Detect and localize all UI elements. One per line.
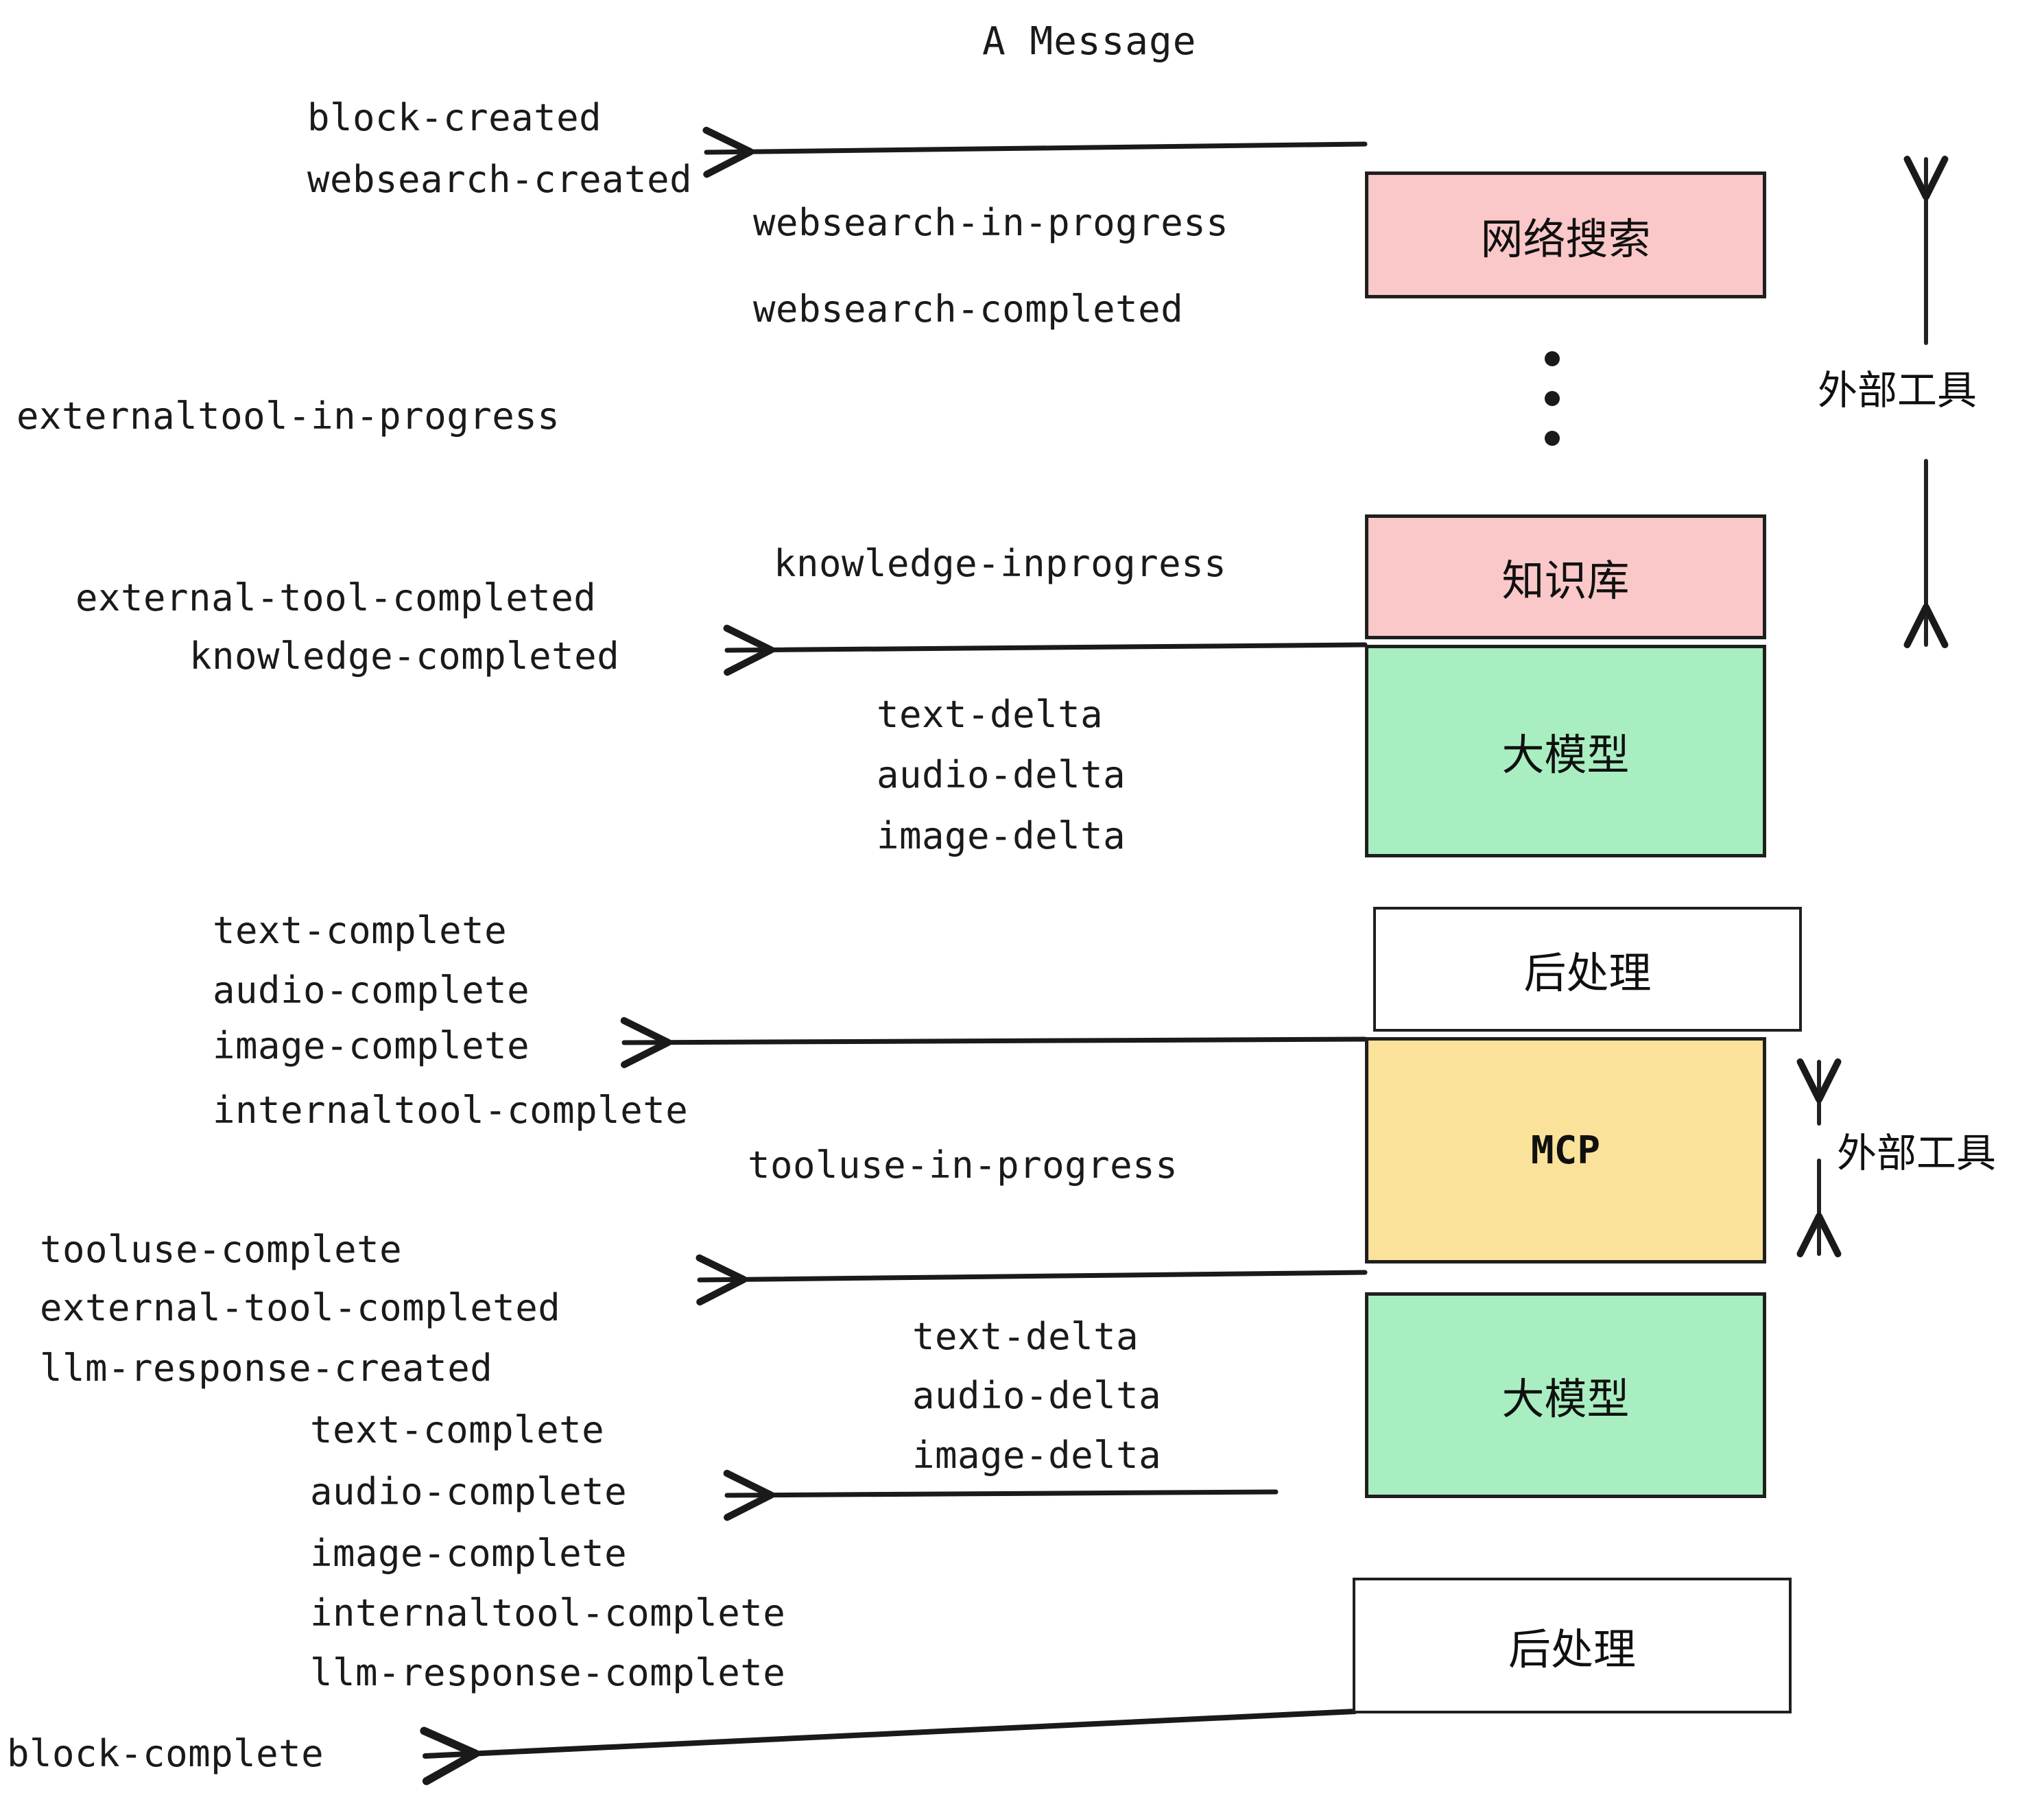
bracket-label-external-tools-bottom: 外部工具 [1837, 1130, 1997, 1176]
node-knowledge[interactable]: 知识库 [1365, 514, 1766, 639]
event-websearch-in-progress: websearch-in-progress [753, 201, 1229, 244]
event-block-created: block-created [307, 96, 602, 139]
event-llm-response-complete: llm-response-complete [310, 1651, 786, 1694]
event-knowledge-inprogress: knowledge-inprogress [774, 542, 1227, 585]
event-llm-response-created: llm-response-created [40, 1346, 493, 1390]
event-image-delta-2: image-delta [912, 1434, 1162, 1477]
node-websearch[interactable]: 网络搜索 [1365, 171, 1766, 298]
event-external-tool-completed-2: external-tool-completed [40, 1286, 561, 1329]
event-image-complete-1: image-complete [213, 1024, 530, 1067]
node-mcp[interactable]: MCP [1365, 1037, 1766, 1263]
event-knowledge-completed: knowledge-completed [189, 634, 620, 678]
event-block-complete: block-complete [7, 1732, 324, 1775]
event-image-delta-1: image-delta [877, 814, 1126, 857]
arrow-audio-complete [723, 1469, 1279, 1521]
event-websearch-completed: websearch-completed [753, 287, 1184, 331]
event-text-delta-1: text-delta [877, 693, 1104, 736]
node-knowledge-label: 知识库 [1501, 556, 1630, 606]
arrow-knowledge-completed [723, 624, 1368, 676]
event-audio-delta-2: audio-delta [912, 1374, 1162, 1417]
event-audio-delta-1: audio-delta [877, 753, 1126, 796]
event-internaltool-complete-2: internaltool-complete [310, 1591, 786, 1635]
event-internaltool-complete-1: internaltool-complete [213, 1089, 689, 1132]
ellipsis-dot-1 [1545, 351, 1560, 366]
event-audio-complete-2: audio-complete [310, 1470, 628, 1513]
arrow-block-created [702, 126, 1368, 178]
arrow-block-complete [420, 1709, 1357, 1785]
event-text-complete-2: text-complete [310, 1408, 605, 1451]
event-audio-complete-1: audio-complete [213, 969, 530, 1012]
node-postprocess-2-label: 后处理 [1508, 1624, 1636, 1674]
ellipsis-dot-3 [1545, 431, 1560, 446]
arrow-image-complete [620, 1017, 1368, 1069]
arrow-tooluse-complete [696, 1254, 1368, 1306]
event-externaltool-in-progress: externaltool-in-progress [16, 394, 560, 438]
node-llm-bottom-label: 大模型 [1501, 1374, 1630, 1424]
node-postprocess-2[interactable]: 后处理 [1353, 1578, 1792, 1713]
event-tooluse-complete: tooluse-complete [40, 1228, 403, 1271]
event-tooluse-in-progress: tooluse-in-progress [748, 1143, 1178, 1187]
node-llm-top[interactable]: 大模型 [1365, 645, 1766, 857]
node-postprocess-1-label: 后处理 [1523, 948, 1652, 998]
node-mcp-label: MCP [1530, 1128, 1601, 1173]
node-postprocess-1[interactable]: 后处理 [1373, 907, 1802, 1032]
event-image-complete-2: image-complete [310, 1532, 628, 1575]
node-websearch-label: 网络搜索 [1480, 213, 1651, 264]
event-websearch-created: websearch-created [307, 158, 693, 201]
node-llm-bottom[interactable]: 大模型 [1365, 1292, 1766, 1498]
bracket-label-external-tools-top: 外部工具 [1818, 367, 1977, 414]
node-llm-top-label: 大模型 [1501, 730, 1630, 780]
event-text-complete-1: text-complete [213, 909, 508, 952]
diagram-title: A Message [982, 19, 1197, 64]
ellipsis-dot-2 [1545, 391, 1560, 406]
event-external-tool-completed-1: external-tool-completed [75, 576, 597, 619]
event-text-delta-2: text-delta [912, 1315, 1139, 1358]
